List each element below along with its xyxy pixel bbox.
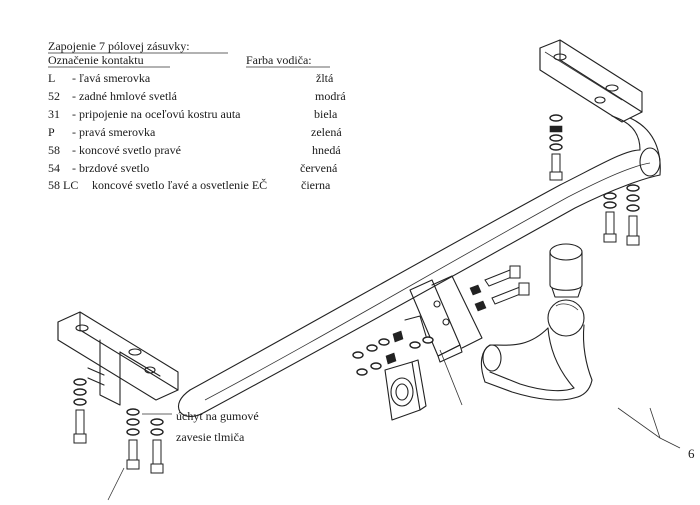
legend-desc: - pravá smerovka — [72, 125, 156, 139]
legend-code: P — [48, 125, 55, 139]
bolt-stack-right-b — [626, 184, 640, 246]
small-hardware — [352, 330, 434, 376]
legend-color: zelená — [311, 125, 342, 139]
part-number-label: 6 — [688, 446, 695, 461]
legend-code: 58 — [48, 143, 60, 157]
socket-plate — [384, 359, 427, 421]
legend-desc: koncové svetlo ľavé a osvetlenie EČ — [92, 178, 267, 192]
right-bracket — [539, 39, 643, 123]
legend-code: L — [48, 71, 55, 85]
horizontal-bolts — [469, 265, 530, 312]
legend-code: 58 LC — [48, 178, 78, 192]
bolt-stack-left-b — [126, 408, 140, 470]
legend-header-color: Farba vodiča: — [246, 53, 312, 67]
legend-desc: - ľavá smerovka — [72, 71, 151, 85]
legend-code: 31 — [48, 107, 60, 121]
legend-color: hnedá — [312, 143, 341, 157]
wiring-legend: Zapojenie 7 pólovej zásuvky: Označenie k… — [48, 39, 346, 192]
legend-code: 52 — [48, 89, 60, 103]
annotation-line-1: úchyt na gumové — [176, 409, 259, 423]
legend-desc: - koncové svetlo pravé — [72, 143, 181, 157]
legend-color: čierna — [301, 178, 331, 192]
legend-desc: - zadné hmlové svetlá — [72, 89, 178, 103]
bolt-stack-right-top — [549, 114, 563, 181]
legend-color: červená — [300, 161, 338, 175]
legend-header-contact: Označenie kontaktu — [48, 53, 144, 67]
bolt-stack-right-a — [603, 192, 617, 243]
annotation-line-2: zavesie tlmiča — [176, 430, 245, 444]
center-mount-plates — [404, 275, 483, 363]
bolt-stack-left-a — [73, 378, 87, 444]
legend-color: biela — [314, 107, 338, 121]
leader-lines — [107, 349, 681, 501]
crossbar-tube — [177, 115, 661, 418]
tow-ball — [480, 243, 593, 401]
left-bracket — [57, 311, 179, 406]
legend-title: Zapojenie 7 pólovej zásuvky: — [48, 39, 190, 53]
legend-desc: - brzdové svetlo — [72, 161, 149, 175]
legend-desc: - pripojenie na oceľovú kostru auta — [72, 107, 241, 121]
legend-color: modrá — [315, 89, 346, 103]
legend-code: 54 — [48, 161, 60, 175]
legend-color: žltá — [316, 71, 334, 85]
bolt-stack-left-c — [150, 418, 164, 474]
